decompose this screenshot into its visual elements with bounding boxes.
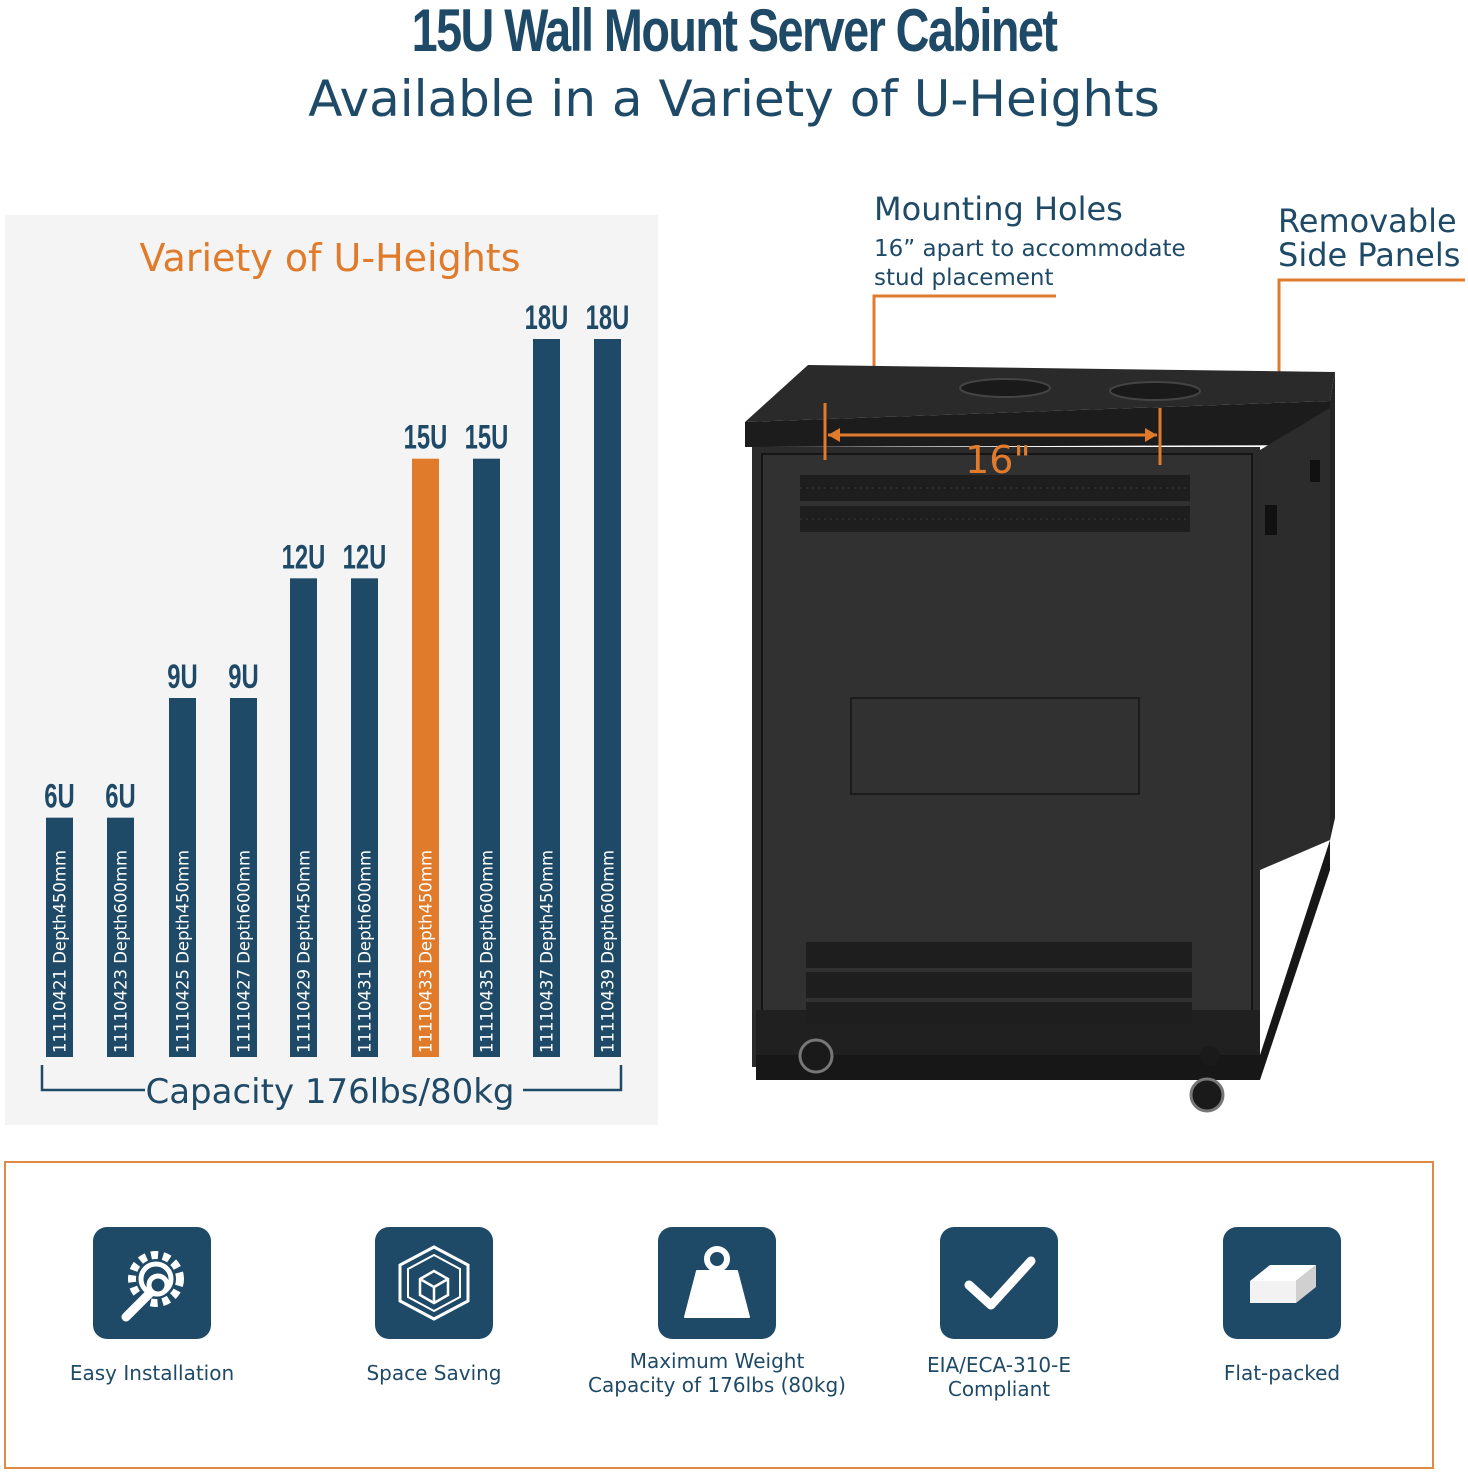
bar-11110423 — [107, 817, 134, 1057]
chart-title: Variety of U-Heights — [139, 236, 520, 280]
bar-top-label: 18U — [586, 299, 630, 337]
capacity-bracket-left — [40, 1065, 145, 1092]
weight-icon — [658, 1227, 776, 1339]
top-fan-right — [1109, 381, 1201, 401]
side-panels-title-2: Side Panels — [1278, 236, 1460, 274]
feature-label-line-2: Capacity of 176lbs (80kg) — [588, 1373, 846, 1397]
bar-top-label: 18U — [525, 299, 569, 337]
top-fan-left — [959, 378, 1051, 398]
dimension-marker: 16" — [823, 403, 1162, 482]
feature-easy-installation: Easy Installation — [22, 1227, 282, 1385]
features-box: Easy Installation Space Saving Maximum W… — [4, 1161, 1434, 1469]
bar-11110427 — [230, 698, 257, 1057]
bar-inner-label: 11110433 Depth450mm — [417, 850, 436, 1053]
bars-group: 6U 11110421 Depth450mm 6U 11110423 Depth600… — [44, 299, 629, 1057]
bar-11110429 — [290, 578, 317, 1057]
mounting-holes-desc-2: stud placement — [874, 265, 1054, 291]
feature-label: Maximum Weight Capacity of 176lbs (80kg) — [587, 1349, 847, 1397]
bottom-vents — [806, 942, 1192, 1024]
bar-11110437 — [533, 339, 560, 1057]
bar-inner-label: 11110423 Depth600mm — [112, 850, 131, 1053]
bar-top-label: 9U — [228, 658, 258, 696]
feature-flat-packed: Flat-packed — [1152, 1227, 1412, 1385]
feature-label: Flat-packed — [1223, 1361, 1341, 1385]
bar-inner-label: 11110439 Depth600mm — [599, 850, 618, 1053]
feature-eia-compliant: EIA/ECA-310-E Compliant — [869, 1227, 1129, 1401]
cube-icon — [375, 1227, 493, 1339]
feature-label-line-1: EIA/ECA-310-E — [926, 1353, 1072, 1377]
bar-inner-label: 11110429 Depth450mm — [295, 850, 314, 1053]
feature-label: Space Saving — [366, 1361, 502, 1385]
bar-11110425 — [169, 698, 196, 1057]
cabinet-illustration: Mounting Holes 16” apart to accommodate … — [745, 190, 1465, 1113]
bar-top-label: 12U — [343, 538, 387, 576]
feature-label: EIA/ECA-310-E Compliant — [869, 1353, 1129, 1401]
side-panel — [1260, 408, 1330, 870]
side-handle — [1265, 505, 1277, 535]
caster-wheels — [798, 1038, 1225, 1113]
flat-pack-icon — [1223, 1227, 1341, 1339]
mounting-holes-desc-1: 16” apart to accommodate — [874, 236, 1186, 262]
bar-top-label: 12U — [282, 538, 326, 576]
side-panels-title-1: Removable — [1278, 202, 1457, 240]
bar-11110439 — [594, 339, 621, 1057]
bar-inner-label: 11110425 Depth450mm — [174, 850, 193, 1053]
mounting-holes-title: Mounting Holes — [874, 190, 1123, 228]
checkmark-icon — [940, 1227, 1058, 1339]
feature-label: Easy Installation — [69, 1361, 235, 1385]
capacity-label: Capacity 176lbs/80kg — [145, 1072, 514, 1112]
bar-inner-label: 11110421 Depth450mm — [51, 850, 70, 1053]
capacity-bracket-right — [523, 1065, 623, 1092]
feature-space-saving: Space Saving — [304, 1227, 564, 1385]
cabinet-body — [745, 365, 1335, 1113]
gear-wrench-icon — [93, 1227, 211, 1339]
bar-top-label: 15U — [404, 419, 448, 457]
bar-11110435 — [473, 458, 500, 1057]
bar-inner-label: 11110437 Depth450mm — [538, 850, 557, 1053]
dimension-label: 16" — [965, 438, 1031, 482]
bar-top-label: 6U — [105, 778, 135, 816]
bar-top-label: 15U — [465, 419, 509, 457]
page-title: 15U Wall Mount Server Cabinet — [411, 0, 1058, 64]
feature-label-line-1: Maximum Weight — [629, 1349, 805, 1373]
bar-inner-label: 11110431 Depth600mm — [356, 850, 375, 1053]
feature-label-line-2: Compliant — [947, 1377, 1051, 1401]
access-plate — [850, 697, 1140, 795]
bar-top-label: 9U — [167, 658, 197, 696]
bar-11110433 — [412, 458, 439, 1057]
top-vents — [800, 475, 1190, 532]
bar-11110431 — [351, 578, 378, 1057]
bar-inner-label: 11110435 Depth600mm — [478, 850, 497, 1053]
bar-inner-label: 11110427 Depth600mm — [235, 850, 254, 1053]
feature-max-weight: Maximum Weight Capacity of 176lbs (80kg) — [587, 1227, 847, 1397]
u-height-bar-chart: Variety of U-Heights 6U 11110421 Depth450… — [40, 236, 629, 1112]
page-subtitle: Available in a Variety of U-Heights — [308, 70, 1160, 128]
bar-11110421 — [46, 817, 73, 1057]
u-height-chart-panel: Variety of U-Heights 6U 11110421 Depth450… — [5, 215, 658, 1125]
bar-top-label: 6U — [44, 778, 74, 816]
